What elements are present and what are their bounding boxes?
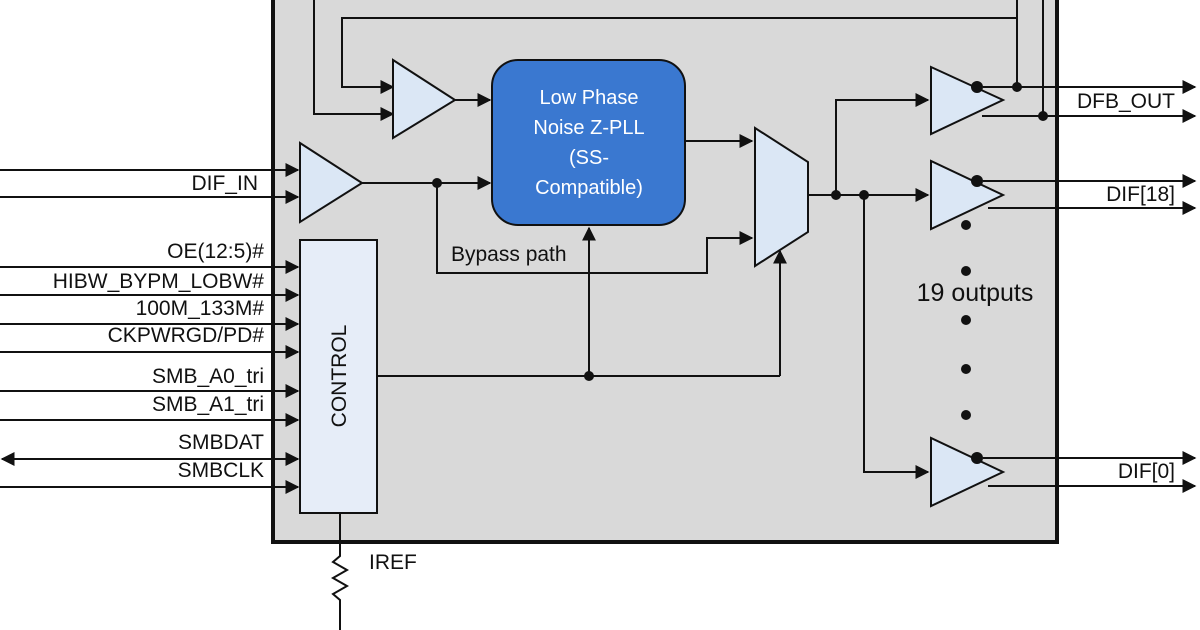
dfb-out-buffer: [930, 65, 1006, 136]
ckpwrgd-label: CKPWRGD/PD#: [108, 324, 265, 347]
output-mux: [754, 126, 809, 268]
pll-label-line-1: Low Phase: [540, 87, 639, 109]
ellipsis-dot-1: [961, 220, 971, 230]
feedback-wire-3: [313, 0, 395, 121]
dfb-feed-wire: [835, 93, 930, 195]
ellipsis-dot-5: [961, 410, 971, 420]
dfb-out-label: DFB_OUT: [1077, 90, 1175, 113]
pll-label-line-3: (SS-: [569, 147, 609, 169]
ellipsis-dot-2: [961, 266, 971, 276]
ellipsis-dot-3: [961, 315, 971, 325]
bypass-path-wire: [436, 183, 754, 274]
pll-label-line-4: Compatible): [535, 177, 643, 199]
freq-sel-label: 100M_133M#: [136, 297, 265, 320]
dif-in-label: DIF_IN: [191, 172, 258, 195]
oe-label: OE(12:5)#: [167, 240, 264, 263]
smbdat-label: SMBDAT: [178, 431, 264, 454]
ellipsis-dot-4: [961, 364, 971, 374]
dfb-out-inv-bubble: [971, 81, 983, 93]
pll-block: [491, 59, 686, 226]
input-buffer: [299, 141, 364, 224]
dif0-feed-wire: [863, 195, 930, 479]
dif18-inv-bubble: [971, 175, 983, 187]
hibw-label: HIBW_BYPM_LOBW#: [53, 270, 265, 293]
smb-a1-label: SMB_A1_tri: [152, 393, 264, 416]
pll-label-line-2: Noise Z-PLL: [533, 117, 644, 139]
control-label: CONTROL: [328, 325, 351, 428]
dif0-inv-bubble: [971, 452, 983, 464]
outputs-count-label: 19 outputs: [917, 279, 1034, 307]
control-block: [299, 239, 378, 514]
iref-wire: [330, 513, 350, 630]
dif0-label: DIF[0]: [1118, 460, 1175, 483]
smbclk-label: SMBCLK: [178, 459, 264, 482]
iref-label: IREF: [369, 551, 417, 574]
feedback-buffer: [392, 58, 457, 140]
dif18-label: DIF[18]: [1106, 183, 1175, 206]
dif0-buffer: [930, 436, 1006, 508]
dif18-buffer: [930, 159, 1006, 231]
feedback-wire-2: [341, 0, 1018, 94]
bypass-path-label: Bypass path: [451, 243, 567, 266]
smb-a0-label: SMB_A0_tri: [152, 365, 264, 388]
